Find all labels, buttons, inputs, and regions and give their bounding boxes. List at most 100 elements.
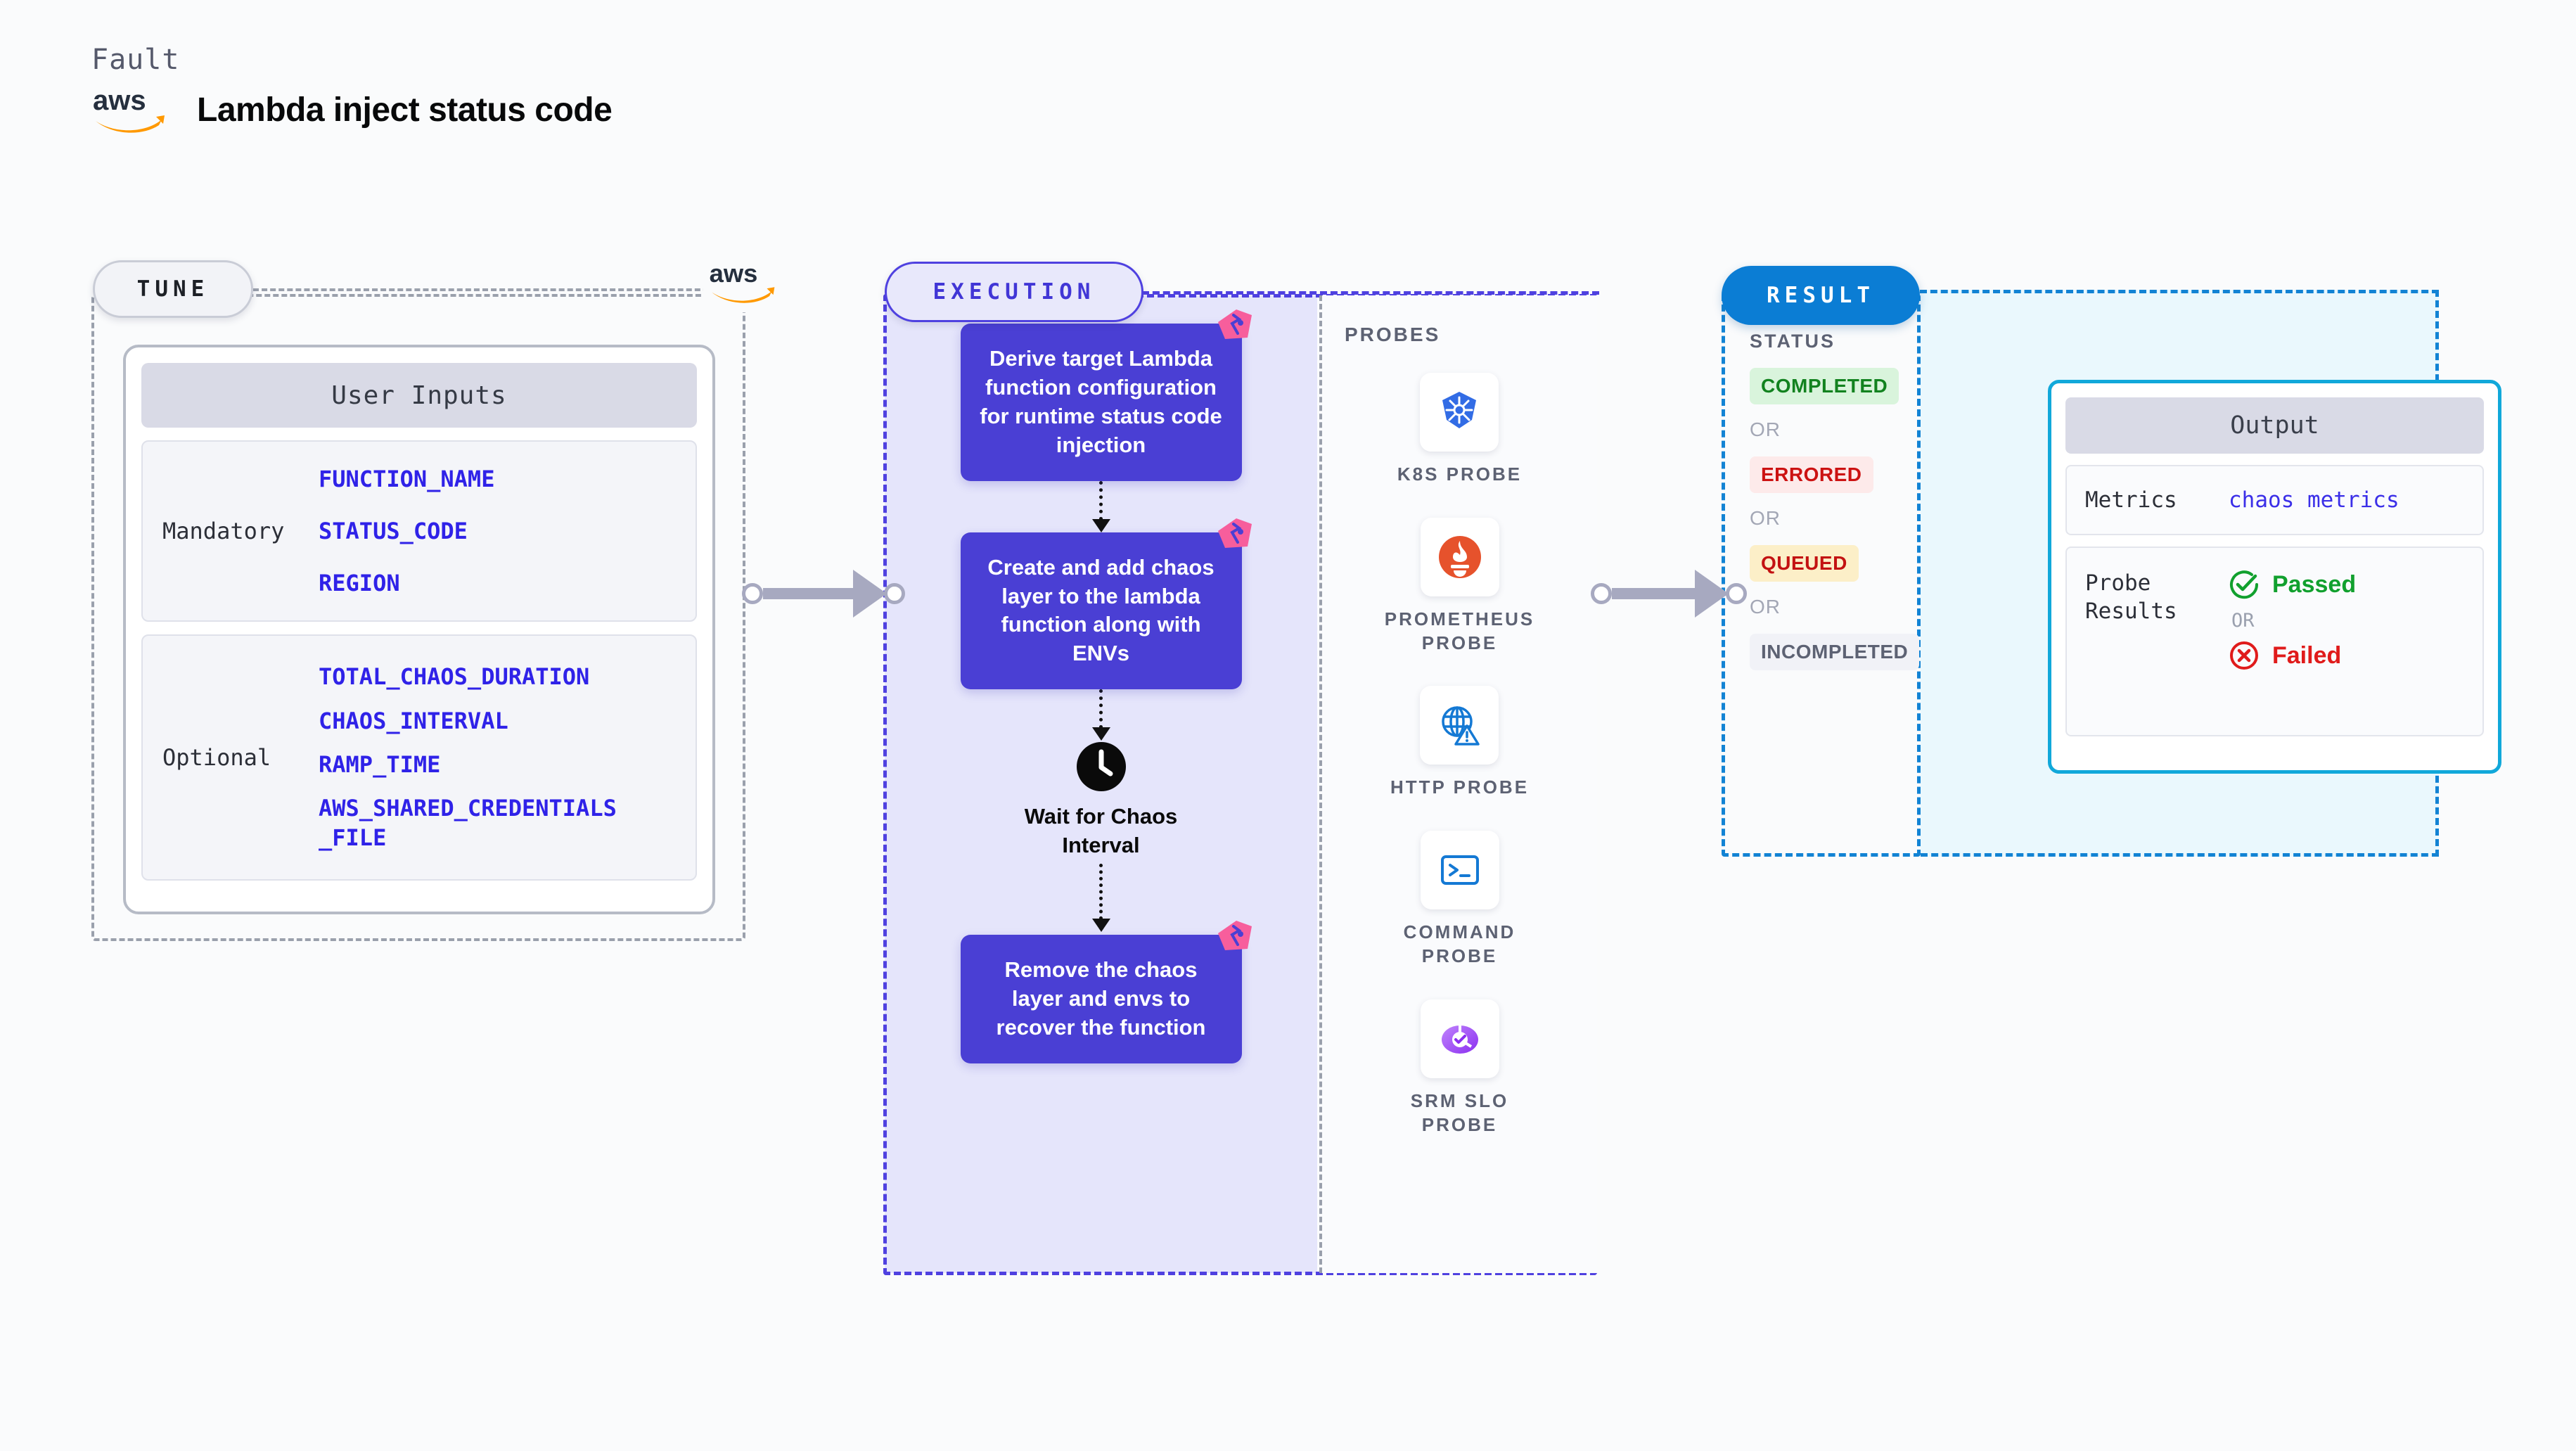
status-or-2: OR <box>1750 507 1781 529</box>
optional-label: Optional <box>162 744 271 771</box>
probe-k8s[interactable]: K8S PROBE <box>1397 373 1522 487</box>
output-metrics-value: chaos metrics <box>2229 487 2399 513</box>
result-dashed-connector <box>1920 290 2439 293</box>
status-column: STATUS COMPLETED OR ERRORED OR QUEUED OR… <box>1722 331 1921 670</box>
connector-end-dot <box>1726 583 1747 604</box>
param-ramp-time: RAMP_TIME <box>319 750 441 778</box>
probe-http[interactable]: HTTP PROBE <box>1390 686 1529 800</box>
execution-step-1-text: Derive target Lambda function configurat… <box>980 346 1222 457</box>
page-title: Lambda inject status code <box>197 91 613 129</box>
output-card: Output Metrics chaos metrics Probe Resul… <box>2048 380 2501 774</box>
probes-panel: PROBES K8S PROBE <box>1319 295 1597 1273</box>
litmus-icon <box>1217 920 1252 950</box>
flow-connector-2 <box>1091 689 1110 741</box>
status-badge-incompleted: INCOMPLETED <box>1750 634 1920 670</box>
fault-kicker: Fault <box>91 44 180 76</box>
output-probe-results-row: Probe Results Passed OR Failed <box>2065 546 2484 736</box>
http-globe-warning-icon <box>1442 706 1480 746</box>
flow-connector-1 <box>1091 480 1110 532</box>
connector-start-dot <box>742 583 763 604</box>
probe-label: K8S PROBE <box>1397 464 1523 485</box>
srm-slo-icon <box>1441 1025 1478 1054</box>
svg-text:aws: aws <box>710 259 758 288</box>
probe-label: PROMETHEUS PROBE <box>1384 608 1535 653</box>
svg-text:aws: aws <box>93 85 146 116</box>
aws-badge-icon: aws <box>703 252 781 312</box>
execution-flow: Derive target Lambda function configurat… <box>885 309 1317 1063</box>
probe-result-passed: Passed <box>2229 569 2356 600</box>
litmus-icon <box>1217 518 1252 548</box>
failed-label: Failed <box>2272 641 2342 669</box>
param-aws-shared-credentials-file: AWS_SHARED_CREDENTIALS_FILE <box>319 795 617 852</box>
param-region: REGION <box>319 570 400 597</box>
passed-label: Passed <box>2272 570 2357 598</box>
status-heading: STATUS <box>1750 331 1835 352</box>
probe-command[interactable]: COMMAND PROBE <box>1379 831 1541 969</box>
connector-arrowhead-icon <box>853 570 887 618</box>
param-function-name: FUNCTION_NAME <box>319 465 495 492</box>
output-metrics-key: Metrics <box>2085 487 2177 513</box>
probe-result-or: OR <box>2231 610 2255 632</box>
x-circle-icon <box>2230 641 2258 670</box>
tune-dashed-connector <box>253 288 717 291</box>
dotted-line <box>1099 689 1103 729</box>
param-total-chaos-duration: TOTAL_CHAOS_DURATION <box>319 663 590 691</box>
probe-label: COMMAND PROBE <box>1403 921 1516 966</box>
probe-tile <box>1420 831 1499 910</box>
connector-end-dot <box>884 583 905 604</box>
flow-connector-3 <box>1091 863 1110 932</box>
status-badge-queued: QUEUED <box>1750 545 1859 582</box>
execution-step-1: Derive target Lambda function configurat… <box>960 309 1252 481</box>
param-status-code: STATUS_CODE <box>319 517 468 544</box>
execution-step-2-text: Create and add chaos layer to the lambda… <box>987 554 1215 666</box>
probe-tile <box>1420 517 1499 596</box>
litmus-icon <box>1217 309 1252 339</box>
execution-step-2: Create and add chaos layer to the lambda… <box>960 518 1252 690</box>
connector-execution-to-result <box>1591 570 1747 618</box>
connector-bar <box>763 588 854 599</box>
tune-pill-label: TUNE <box>93 260 253 318</box>
user-inputs-card: User Inputs Mandatory FUNCTION_NAME STAT… <box>123 345 715 914</box>
check-circle-icon <box>2230 570 2259 599</box>
connector-arrowhead-icon <box>1695 570 1729 618</box>
arrow-down-icon <box>1091 727 1110 741</box>
probe-label: SRM SLO PROBE <box>1410 1089 1509 1135</box>
terminal-icon <box>1440 855 1479 886</box>
param-chaos-interval: CHAOS_INTERVAL <box>319 707 508 734</box>
probe-tile <box>1420 999 1499 1078</box>
dotted-line <box>1099 863 1103 920</box>
probe-tile <box>1420 373 1499 452</box>
status-or-1: OR <box>1750 418 1781 440</box>
arrow-down-icon <box>1091 518 1110 532</box>
probe-result-failed: Failed <box>2229 640 2356 671</box>
clock-icon <box>1076 742 1126 792</box>
execution-step-3-text: Wait for Chaos Interval <box>1024 804 1178 857</box>
probe-label: HTTP PROBE <box>1390 776 1530 798</box>
connector-start-dot <box>1591 583 1612 604</box>
probes-title: PROBES <box>1345 324 1441 345</box>
output-metrics-row: Metrics chaos metrics <box>2065 465 2484 535</box>
dotted-line <box>1099 480 1103 520</box>
mandatory-params-group: Mandatory FUNCTION_NAME STATUS_CODE REGI… <box>141 440 697 622</box>
output-title: Output <box>2065 397 2484 454</box>
arrow-down-icon <box>1091 918 1110 932</box>
connector-bar <box>1612 588 1696 599</box>
execution-step-3: Wait for Chaos Interval <box>985 741 1217 859</box>
status-badge-errored: ERRORED <box>1750 456 1873 493</box>
connector-tune-to-execution <box>742 570 905 618</box>
kubernetes-icon <box>1442 392 1477 428</box>
user-inputs-title: User Inputs <box>141 363 697 428</box>
mandatory-label: Mandatory <box>162 518 285 544</box>
prometheus-icon <box>1438 535 1481 578</box>
result-pill-label: RESULT <box>1722 266 1920 325</box>
output-probe-key: Probe Results <box>2085 570 2177 625</box>
execution-step-4: Remove the chaos layer and envs to recov… <box>960 920 1252 1063</box>
page-header: Fault aws Lambda inject status code <box>91 44 613 135</box>
status-badge-completed: COMPLETED <box>1750 368 1899 404</box>
probe-srm-slo[interactable]: SRM SLO PROBE <box>1379 999 1541 1137</box>
probe-prometheus[interactable]: PROMETHEUS PROBE <box>1379 517 1541 656</box>
execution-pill-label: EXECUTION <box>885 262 1143 322</box>
status-or-3: OR <box>1750 596 1781 618</box>
probe-tile <box>1420 686 1499 765</box>
